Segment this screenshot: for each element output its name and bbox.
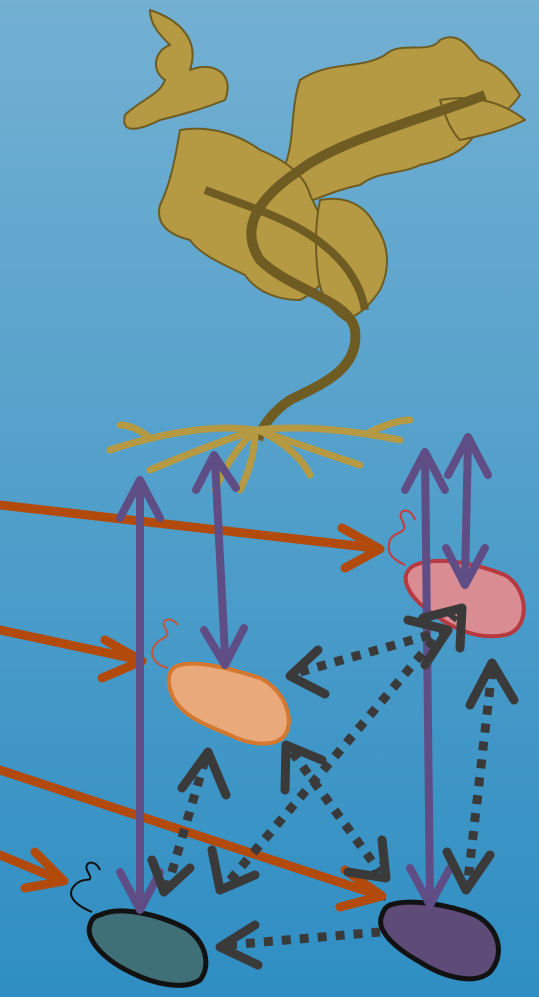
diagram-canvas [0, 0, 539, 997]
